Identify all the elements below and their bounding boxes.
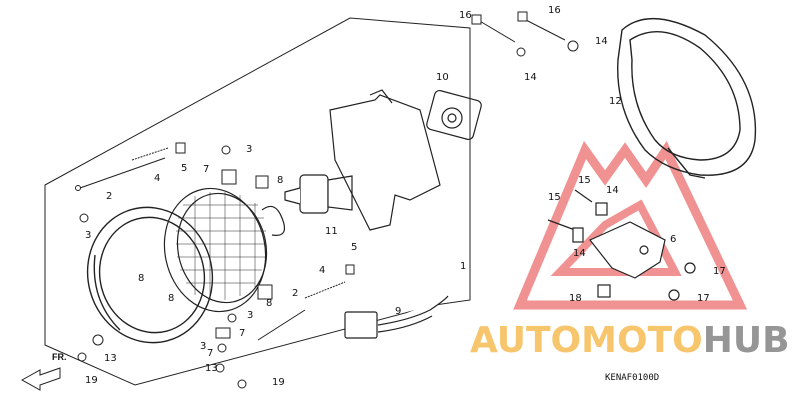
callout-number: 11 (325, 226, 338, 237)
callout-number: 10 (436, 72, 449, 83)
callout-number: 2 (292, 288, 298, 299)
watermark-text: AUTOMOTOHUB (470, 320, 790, 361)
callout-number: 8 (168, 293, 174, 304)
callout-number: 3 (247, 310, 253, 321)
diagram-code: KENAF0100D (605, 373, 659, 383)
cover-bracket (329, 89, 482, 231)
callout-number: 4 (319, 265, 325, 276)
callout-number: 8 (138, 273, 144, 284)
callout-number: 7 (203, 164, 209, 175)
callout-number: 9 (395, 306, 401, 317)
callout-number: 13 (205, 363, 218, 374)
callout-number: 13 (104, 353, 117, 364)
callout-number: 5 (351, 242, 357, 253)
callout-number: 19 (85, 375, 98, 386)
callout-number: 14 (595, 36, 608, 47)
connector-harness (344, 295, 449, 339)
callout-number: 17 (713, 266, 726, 277)
callout-number: 14 (606, 185, 619, 196)
callout-number: 8 (266, 298, 272, 309)
callout-number: 18 (569, 293, 582, 304)
callout-number: 5 (181, 163, 187, 174)
callout-number: 19 (272, 377, 285, 388)
headlight-unit (163, 187, 268, 313)
direction-label: FR. (52, 352, 67, 362)
callout-number: 15 (578, 175, 591, 186)
watermark-part2: HUB (703, 320, 790, 361)
callout-number: 16 (459, 10, 472, 21)
callout-number: 12 (609, 96, 622, 107)
callout-number: 6 (670, 234, 676, 245)
callout-number: 14 (524, 72, 537, 83)
mount-plate (547, 189, 696, 301)
callout-number: 15 (548, 192, 561, 203)
headlight-case (617, 18, 757, 179)
callout-number: 17 (697, 293, 710, 304)
callout-number: 8 (277, 175, 283, 186)
top-bolts (471, 11, 579, 57)
callout-number: 7 (239, 328, 245, 339)
callout-number: 3 (200, 341, 206, 352)
callout-number: 3 (85, 230, 91, 241)
screws (75, 142, 355, 389)
bulb (261, 174, 353, 236)
callout-number: 14 (573, 248, 586, 259)
assembly-outline (44, 17, 471, 386)
front-direction-arrow: FR. (20, 352, 67, 391)
callout-number: 1 (460, 261, 466, 272)
callout-number: 3 (246, 144, 252, 155)
callout-number: 7 (207, 348, 213, 359)
callout-number: 4 (154, 173, 160, 184)
watermark-logo (513, 140, 748, 310)
watermark-part1: AUTOMOTO (470, 320, 703, 361)
callout-number: 2 (106, 191, 112, 202)
callout-number: 16 (548, 5, 561, 16)
